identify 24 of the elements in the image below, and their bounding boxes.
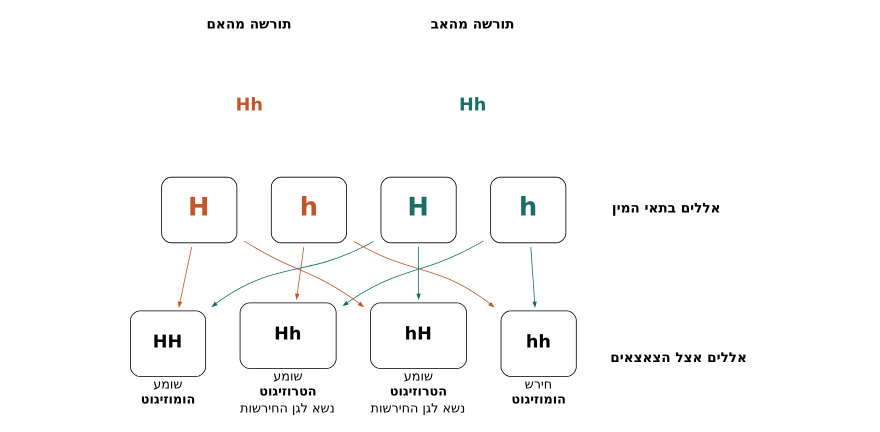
node-label: נשא לגן החירשות	[240, 401, 335, 416]
arrow	[178, 246, 192, 308]
arrow	[416, 246, 421, 300]
label: תורשה מהאם	[206, 16, 292, 32]
label: אללים אצל הצאצאים	[610, 350, 747, 366]
arrow	[244, 240, 364, 308]
arrow	[342, 240, 484, 306]
arrow	[295, 246, 304, 300]
node-label: שומע	[273, 369, 303, 384]
arrow	[354, 241, 495, 308]
arrow	[211, 240, 374, 308]
node-label: הומוזיגוט	[140, 392, 196, 408]
label: אללים בתאי המין	[612, 200, 721, 216]
node-label: הטרוזיגוט	[390, 384, 448, 400]
label: Hh	[236, 95, 263, 116]
node-label: הטרוזיגוט	[259, 384, 317, 400]
label: Hh	[459, 95, 486, 116]
arrow	[530, 246, 537, 308]
node-label: שומע	[153, 377, 182, 392]
node-label: נשא לגן החירשות	[370, 401, 466, 416]
label: תורשה מהאב	[430, 16, 514, 32]
node-label: שומע	[404, 369, 434, 384]
node-label: הומוזיגוט	[511, 392, 566, 408]
node-label: חירש	[524, 377, 552, 392]
